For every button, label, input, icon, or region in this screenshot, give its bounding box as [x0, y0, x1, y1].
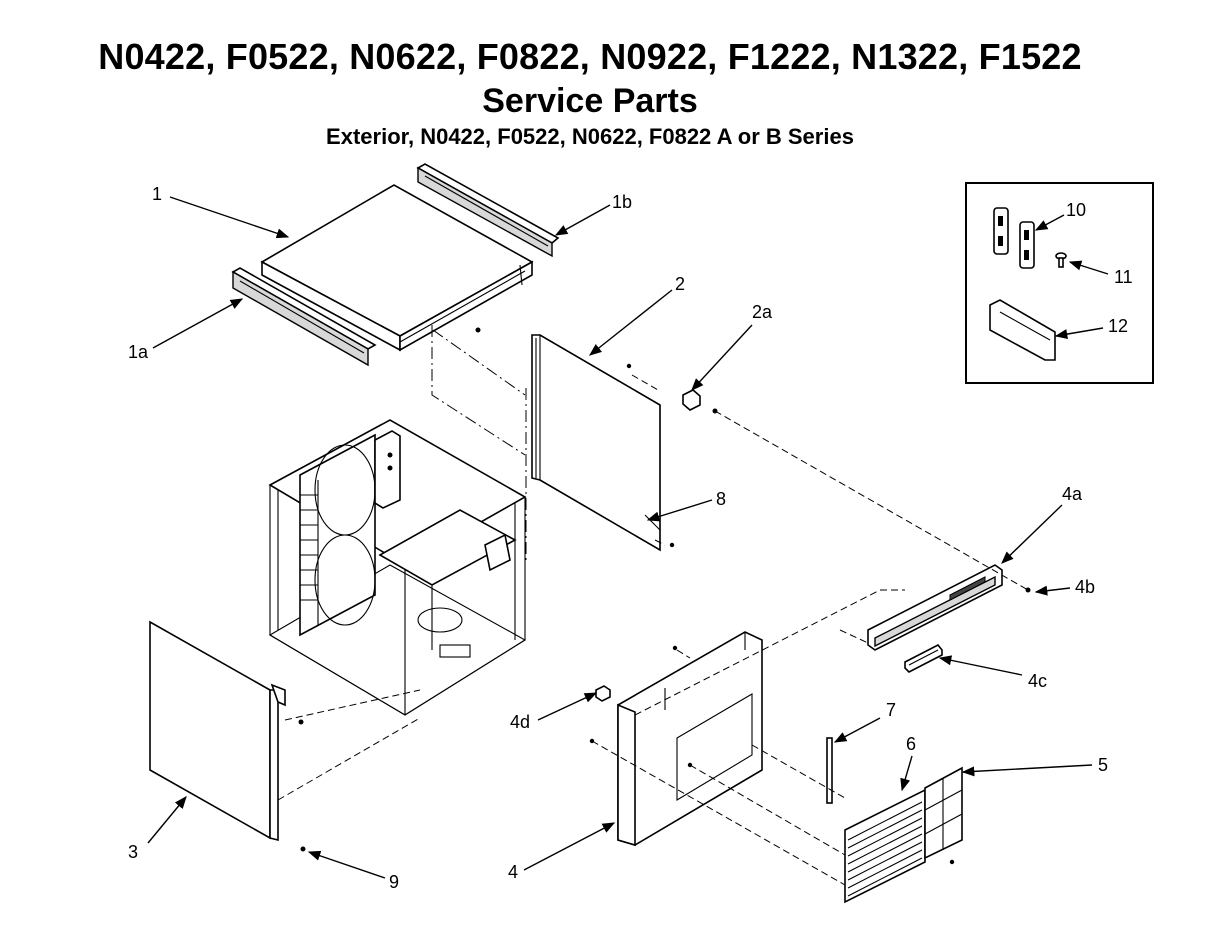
page-title: N0422, F0522, N0622, F0822, N0922, F1222… [98, 36, 1082, 77]
callout-1a: 1a [128, 342, 149, 362]
callout-9: 9 [389, 872, 399, 892]
filter-frame-part-5 [924, 766, 963, 860]
callout-11: 11 [1114, 267, 1133, 287]
page-subtitle: Service Parts [482, 82, 698, 120]
callout-4b: 4b [1075, 577, 1095, 597]
cabinet-chassis [268, 419, 527, 716]
callout-12: 12 [1108, 316, 1128, 336]
top-panel-part-1 [260, 184, 534, 352]
side-panel-part-3 [149, 620, 286, 842]
callout-1: 1 [152, 184, 162, 204]
page-section-title: Exterior, N0422, F0522, N0622, F0822 A o… [326, 124, 854, 149]
front-panel-part-4 [617, 631, 763, 847]
callout-4c: 4c [1028, 671, 1047, 691]
callout-6: 6 [906, 734, 916, 754]
callout-2: 2 [675, 274, 685, 294]
side-panel-part-2 [531, 334, 661, 552]
hardware-inset [965, 182, 1154, 384]
assembly-guide-lines [277, 325, 1029, 902]
insert-part-4c [904, 643, 943, 673]
bracket-part-7 [826, 737, 833, 804]
callout-10: 10 [1066, 200, 1086, 220]
callout-3: 3 [128, 842, 138, 862]
rail-part-1a [231, 267, 377, 367]
grille-part-6 [844, 788, 926, 904]
callout-1b: 1b [612, 192, 632, 212]
callout-8: 8 [716, 489, 726, 509]
callout-5: 5 [1098, 755, 1108, 775]
handle-bar-part-4a [867, 564, 1003, 651]
callout-7: 7 [886, 700, 896, 720]
callout-4d: 4d [510, 712, 530, 732]
callout-4: 4 [508, 862, 518, 882]
latch-part-2a [682, 389, 701, 411]
callout-2a: 2a [752, 302, 773, 322]
rail-part-1b [416, 163, 560, 258]
callout-leaders [147, 196, 1109, 879]
latch-part-4d [595, 685, 611, 702]
callout-4a: 4a [1062, 484, 1083, 504]
